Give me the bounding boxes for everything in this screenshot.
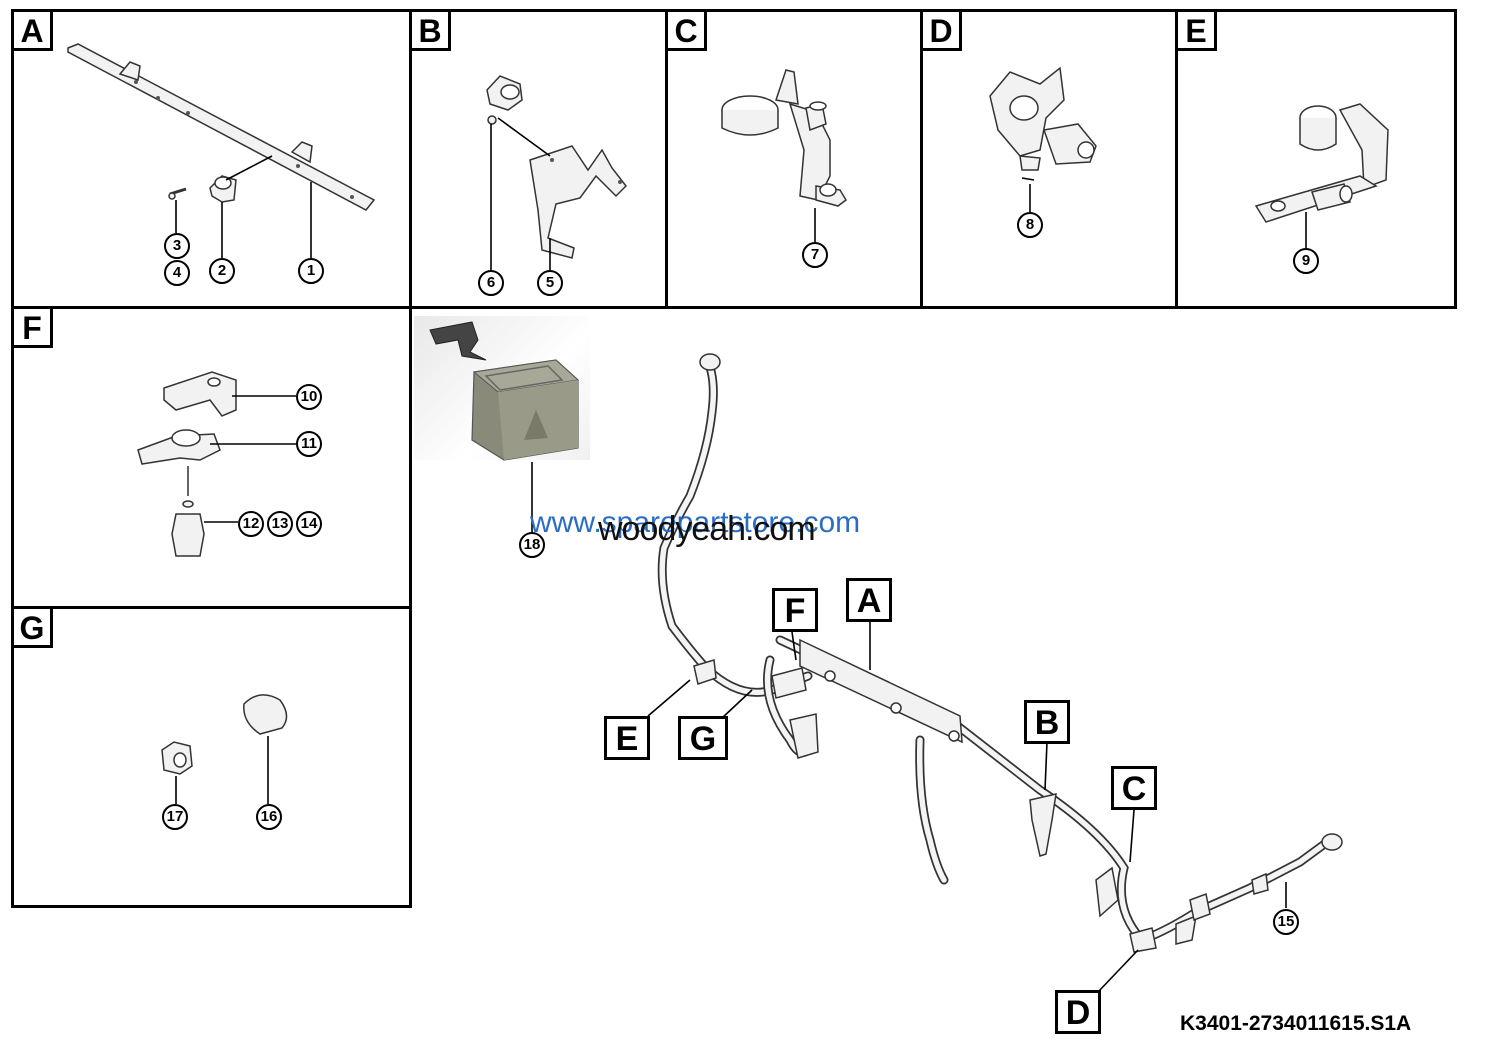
hose-clamp-part-6 bbox=[486, 75, 523, 125]
terminal-assembly bbox=[137, 371, 237, 557]
callout-17: 17 bbox=[162, 804, 188, 830]
panel-label-d: D bbox=[920, 9, 962, 51]
callout-5: 5 bbox=[537, 270, 563, 296]
callout-18: 18 bbox=[519, 532, 545, 558]
panel-label-f: F bbox=[11, 306, 53, 348]
detail-label-e: E bbox=[604, 716, 650, 760]
nut-part-17 bbox=[161, 741, 193, 775]
callout-12: 12 bbox=[238, 511, 264, 537]
panel-label-a: A bbox=[11, 9, 53, 51]
panel-d: D bbox=[920, 9, 1178, 309]
panel-label-e: E bbox=[1175, 9, 1217, 51]
callout-8: 8 bbox=[1017, 212, 1043, 238]
panel-a: A bbox=[11, 9, 412, 309]
clamp-part-8 bbox=[989, 66, 1097, 181]
clip-part-2 bbox=[209, 175, 237, 203]
callout-9: 9 bbox=[1293, 248, 1319, 274]
detail-label-b: B bbox=[1024, 700, 1070, 744]
bracket-part-5 bbox=[529, 145, 627, 259]
callout-15: 15 bbox=[1273, 909, 1299, 935]
clamp-assembly-part-7 bbox=[721, 69, 847, 207]
battery-part-18 bbox=[429, 321, 580, 461]
callout-10: 10 bbox=[296, 384, 322, 410]
detail-label-a: A bbox=[846, 578, 892, 622]
panel-label-b: B bbox=[409, 9, 451, 51]
panel-f: F bbox=[11, 306, 412, 609]
callout-4: 4 bbox=[164, 260, 190, 286]
callout-11: 11 bbox=[296, 431, 322, 457]
detail-label-g: G bbox=[678, 716, 728, 760]
callout-6: 6 bbox=[478, 270, 504, 296]
bracket-bar-part-1 bbox=[67, 43, 376, 211]
watermark-woodyeah: woodyeah.com bbox=[598, 510, 816, 548]
detail-label-f: F bbox=[772, 588, 818, 632]
callout-14: 14 bbox=[296, 511, 322, 537]
panel-label-g: G bbox=[11, 606, 53, 648]
panel-label-c: C bbox=[665, 9, 707, 51]
callout-16: 16 bbox=[256, 804, 282, 830]
detail-label-d: D bbox=[1055, 990, 1101, 1034]
panel-g: G bbox=[11, 606, 412, 908]
battery-cable-part-15 bbox=[657, 353, 1343, 953]
part-number: K3401-2734011615.S1A bbox=[1180, 1012, 1412, 1035]
panel-c: C bbox=[665, 9, 923, 309]
callout-3: 3 bbox=[164, 233, 190, 259]
callout-13: 13 bbox=[267, 511, 293, 537]
watermark-sparepartstore: www.sparepartstore.com bbox=[530, 506, 861, 539]
bracket-clamp-part-9 bbox=[1254, 103, 1389, 223]
screw-part-3 bbox=[168, 187, 187, 200]
detail-label-c: C bbox=[1111, 766, 1157, 810]
cap-nut-part-16 bbox=[243, 694, 288, 735]
callout-7: 7 bbox=[802, 242, 828, 268]
callout-1: 1 bbox=[298, 258, 324, 284]
callout-2: 2 bbox=[209, 258, 235, 284]
